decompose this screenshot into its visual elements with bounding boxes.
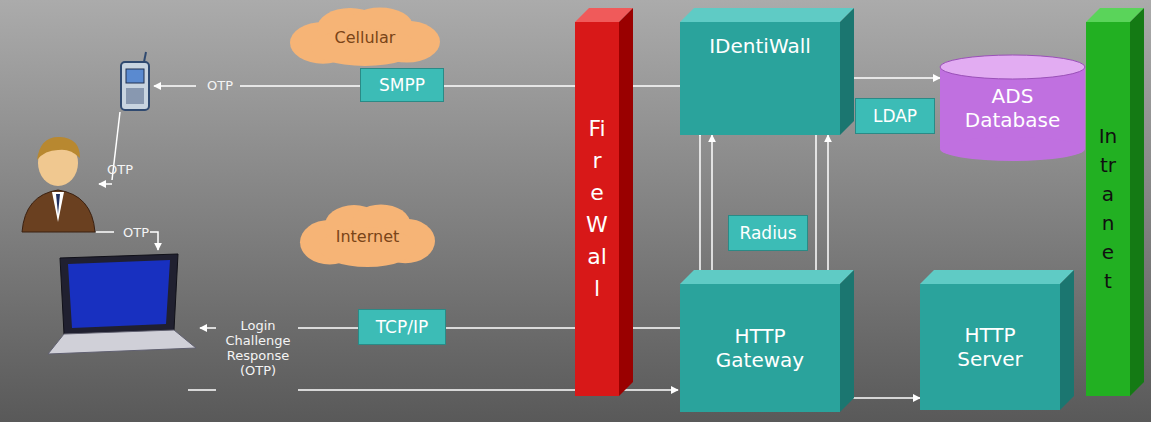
otp-label: OTP <box>116 225 156 240</box>
sms-link <box>154 86 700 136</box>
protocol-box: SMPP <box>360 68 444 102</box>
connector-arrow <box>840 397 920 399</box>
cloud-shape: Cellular <box>290 8 440 66</box>
message-label: Login Challenge Response (OTP) <box>220 318 296 378</box>
person-icon <box>22 137 95 232</box>
laptop-icon <box>48 254 196 354</box>
intranet-bar-outline <box>1086 8 1144 396</box>
node-label: Cellular <box>335 28 396 47</box>
server-box: IDentiWall <box>680 22 840 135</box>
protocol-box: Radius <box>728 215 808 251</box>
node-label: TCP/IP <box>376 317 429 337</box>
phone-icon <box>121 52 149 110</box>
connector-arrow <box>711 135 713 284</box>
firewall-bar-outline <box>575 8 633 396</box>
connector-arrow <box>840 77 940 79</box>
node-label: SMPP <box>379 75 425 95</box>
otp-label: OTP <box>200 78 240 93</box>
connector-arrow <box>815 135 817 284</box>
cloud-shape: Internet <box>300 205 435 267</box>
connector-arrow <box>827 135 829 284</box>
database-cylinder: ADS Database <box>940 55 1085 161</box>
node-label: HTTP Server <box>940 323 1040 371</box>
otp-label: OTP <box>100 162 140 177</box>
node-label: LDAP <box>873 106 917 126</box>
node-label: IDentiWall <box>709 34 811 58</box>
node-label: HTTP Gateway <box>705 324 815 372</box>
node-label: FireWall <box>586 113 608 304</box>
firewall-bar: FireWall <box>575 22 619 396</box>
connector-arrow <box>699 135 701 284</box>
intranet-bar: Intranet <box>1086 22 1130 396</box>
server-box-outline <box>680 8 854 135</box>
node-label: Internet <box>336 227 400 246</box>
server-box: HTTP Gateway <box>680 284 840 412</box>
node-label: ADS Database <box>958 84 1068 132</box>
otp-handoff <box>96 112 158 250</box>
server-box: HTTP Server <box>920 284 1060 410</box>
node-label: Radius <box>739 223 796 243</box>
protocol-box: LDAP <box>855 98 935 134</box>
node-label: Intranet <box>1098 122 1118 296</box>
protocol-box: TCP/IP <box>358 309 446 345</box>
